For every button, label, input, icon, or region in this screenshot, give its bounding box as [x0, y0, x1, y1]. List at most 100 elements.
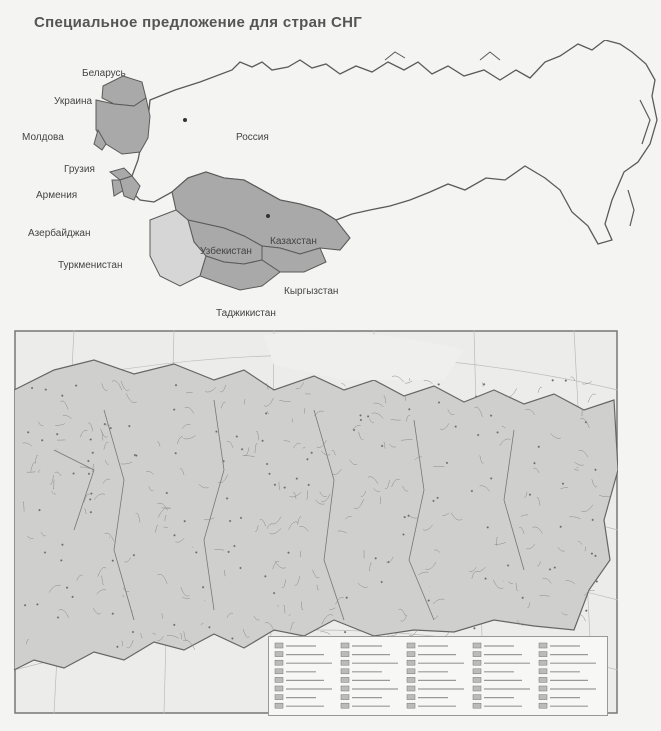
legend-swatch: [472, 642, 482, 649]
texture-stroke: [320, 631, 331, 635]
settlement-dot: [222, 460, 225, 463]
texture-stroke: [526, 543, 536, 550]
label-ukraine: Украина: [54, 96, 93, 107]
texture-stroke: [573, 468, 579, 471]
settlement-dot: [233, 544, 236, 548]
texture-stroke: [242, 629, 250, 638]
settlement-dot: [484, 577, 487, 580]
settlement-dot: [89, 511, 93, 514]
texture-stroke: [321, 614, 334, 625]
texture-stroke: [135, 512, 141, 523]
texture-stroke: [22, 442, 32, 447]
settlement-dot: [71, 595, 74, 599]
texture-stroke: [79, 466, 90, 469]
texture-stroke: [157, 507, 170, 518]
legend-swatch: [340, 694, 350, 700]
settlement-dot: [407, 514, 410, 517]
settlement-dot: [208, 626, 211, 629]
texture-stroke: [505, 388, 518, 398]
rivers: [53, 399, 525, 621]
settlement-dot: [225, 497, 229, 500]
settlement-dot: [594, 468, 597, 471]
settlement-dot: [427, 599, 430, 602]
texture-stroke: [423, 380, 433, 385]
texture-stroke: [254, 443, 258, 454]
texture-stroke: [320, 450, 331, 456]
settlement-dot: [366, 415, 370, 418]
texture-stroke: [516, 619, 525, 626]
texture-stroke: [140, 632, 144, 639]
legend-swatch: [340, 685, 350, 692]
settlement-dot: [432, 499, 435, 503]
settlement-dot: [548, 568, 552, 571]
settlement-dot: [454, 425, 457, 428]
settlement-dot: [477, 433, 480, 437]
sakhalin-island: [627, 189, 635, 227]
texture-stroke: [224, 569, 226, 577]
texture-stroke: [591, 479, 598, 488]
texture-stroke: [183, 435, 196, 440]
settlement-dot: [561, 482, 565, 485]
settlement-dot: [264, 412, 268, 415]
settlement-dot: [533, 462, 536, 465]
cis-map-svg: [93, 39, 658, 291]
texture-stroke: [96, 589, 107, 595]
legend-svg: [274, 642, 596, 709]
texture-stroke: [518, 526, 525, 534]
detailed-land-mass: [13, 359, 619, 671]
texture-stroke: [300, 601, 304, 611]
settlement-dot: [30, 386, 34, 390]
settlement-dot: [239, 516, 243, 520]
texture-stroke: [146, 470, 154, 475]
settlement-dot: [594, 554, 597, 558]
legend-swatch: [406, 668, 416, 675]
texture-stroke: [294, 575, 301, 586]
texture-stroke: [100, 428, 108, 438]
texture-stroke: [26, 535, 34, 539]
settlement-dot: [402, 533, 405, 536]
texture-stroke: [254, 525, 259, 532]
texture-stroke: [383, 395, 387, 404]
texture-stroke: [62, 415, 72, 419]
texture-stroke: [425, 561, 437, 570]
texture-stroke: [76, 574, 83, 581]
settlement-dot: [537, 445, 540, 448]
texture-stroke: [408, 630, 417, 637]
settlement-dot: [387, 560, 390, 564]
texture-stroke: [409, 377, 411, 381]
settlement-dot: [173, 408, 176, 411]
kamchatka-peninsula: [639, 99, 651, 145]
settlement-dot: [90, 492, 93, 495]
texture-stroke: [404, 380, 413, 384]
texture-stroke: [331, 449, 336, 456]
texture-stroke: [398, 608, 406, 617]
settlement-dot: [437, 401, 441, 404]
texture-stroke: [560, 487, 569, 490]
label-kazakhstan: Казахстан: [270, 236, 317, 247]
texture-stroke: [283, 440, 291, 443]
settlement-dot: [553, 566, 556, 569]
legend-swatch: [406, 702, 416, 709]
legend-swatch: [340, 659, 350, 666]
texture-stroke: [83, 508, 87, 515]
texture-stroke: [450, 512, 463, 521]
texture-stroke: [180, 586, 190, 597]
settlement-dot: [521, 596, 524, 599]
settlement-dot: [345, 596, 348, 599]
settlement-dot: [74, 384, 78, 387]
settlement-dot: [174, 384, 178, 387]
legend-swatch: [340, 651, 350, 657]
texture-stroke: [587, 393, 596, 403]
settlement-dot: [486, 526, 489, 529]
texture-stroke: [565, 580, 576, 585]
texture-stroke: [537, 561, 541, 567]
settlement-dot: [239, 566, 242, 570]
settlement-dot: [27, 431, 30, 434]
texture-stroke: [532, 526, 543, 534]
label-turkmenistan: Туркменистан: [58, 260, 123, 271]
texture-stroke: [83, 493, 91, 503]
texture-stroke: [550, 433, 561, 439]
settlement-dot: [228, 519, 232, 523]
texture-stroke: [578, 614, 586, 622]
settlement-dot: [490, 477, 493, 480]
